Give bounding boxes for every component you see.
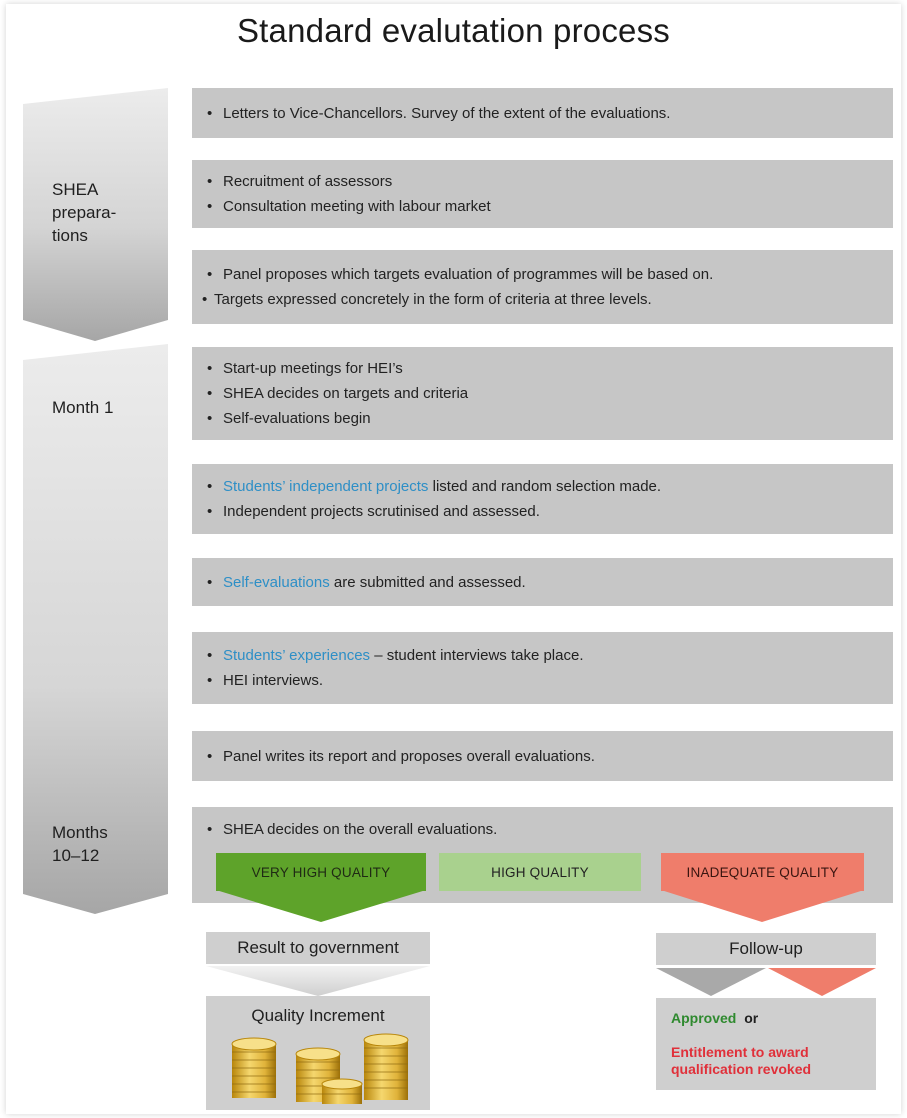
- bullet-item: •HEI interviews.: [207, 672, 324, 689]
- highlight-text: Students’ independent projects: [223, 478, 429, 495]
- quality-inadequate: INADEQUATE QUALITY: [661, 853, 864, 891]
- bullet-item: •Recruitment of assessors: [207, 173, 393, 190]
- revoked-text: Entitlement to award qualification revok…: [671, 1044, 812, 1077]
- follow-up-result-box: Approved or Entitlement to award qualifi…: [656, 998, 876, 1090]
- bullet-item: •Consultation meeting with labour market: [207, 198, 491, 215]
- quality-very-high: VERY HIGH QUALITY: [216, 853, 426, 891]
- step-box-panel-report: •Panel writes its report and proposes ov…: [192, 731, 893, 781]
- quality-high: HIGH QUALITY: [439, 853, 641, 891]
- follow-up-arrow-approved: [656, 968, 766, 996]
- approved-line: Approved or: [671, 1010, 758, 1026]
- quality-inadequate-arrowhead: [661, 890, 864, 922]
- follow-up-box: Follow-up: [656, 933, 876, 965]
- bullet-item: •Start-up meetings for HEI’s: [207, 360, 403, 377]
- step-box-panel-targets: •Panel proposes which targets evaluation…: [192, 250, 893, 324]
- bullet-item: •SHEA decides on targets and criteria: [207, 385, 469, 402]
- bullet-item: •Panel writes its report and proposes ov…: [207, 747, 595, 765]
- follow-up-arrow-revoked: [768, 968, 876, 996]
- bullet-item: •SHEA decides on the overall evaluations…: [207, 821, 498, 838]
- step-box-interviews: •Students’ experiences – student intervi…: [192, 632, 893, 704]
- bullet-item: •Targets expressed concretely in the for…: [202, 291, 652, 308]
- coin-stacks-icon: [231, 1033, 409, 1104]
- bullet-item: •Panel proposes which targets evaluation…: [207, 266, 714, 283]
- quality-very-high-arrowhead: [216, 890, 426, 922]
- step-box-self-evaluations: •Self-evaluations are submitted and asse…: [192, 558, 893, 606]
- diagram-title: Standard evalutation process: [236, 12, 671, 49]
- result-to-government-box: Result to government: [206, 932, 430, 964]
- stage-label-months-10-12: Months 10–12: [52, 823, 108, 865]
- highlight-text: Students’ experiences: [223, 647, 371, 664]
- stage-label-month-1: Month 1: [52, 398, 114, 417]
- bullet-item: •Students’ experiences – student intervi…: [207, 647, 584, 664]
- or-text: or: [744, 1010, 759, 1026]
- quality-increment-label: Quality Increment: [251, 1006, 385, 1025]
- step-box-startup: •Start-up meetings for HEI’s •SHEA decid…: [192, 347, 893, 440]
- bullet-item: •Students’ independent projects listed a…: [207, 478, 662, 495]
- highlight-text: Self-evaluations: [223, 573, 330, 591]
- stage-arrow-month-1: [23, 344, 168, 914]
- stage-label-preparations: SHEA prepara- tions: [52, 180, 117, 245]
- step-box-independent-projects: •Students’ independent projects listed a…: [192, 464, 893, 534]
- result-arrow: [206, 966, 430, 996]
- bullet-item: •Self-evaluations begin: [207, 410, 371, 427]
- step-box-letters: •Letters to Vice-Chancellors. Survey of …: [192, 88, 893, 138]
- step-box-recruitment: •Recruitment of assessors •Consultation …: [192, 160, 893, 228]
- quality-increment-box: Quality Increment: [206, 996, 430, 1110]
- approved-text: Approved: [671, 1010, 737, 1026]
- bullet-item: •Self-evaluations are submitted and asse…: [207, 573, 526, 591]
- stage-arrow-preparations: [23, 88, 168, 341]
- bullet-item: •Letters to Vice-Chancellors. Survey of …: [207, 104, 671, 122]
- bullet-item: •Independent projects scrutinised and as…: [207, 503, 540, 520]
